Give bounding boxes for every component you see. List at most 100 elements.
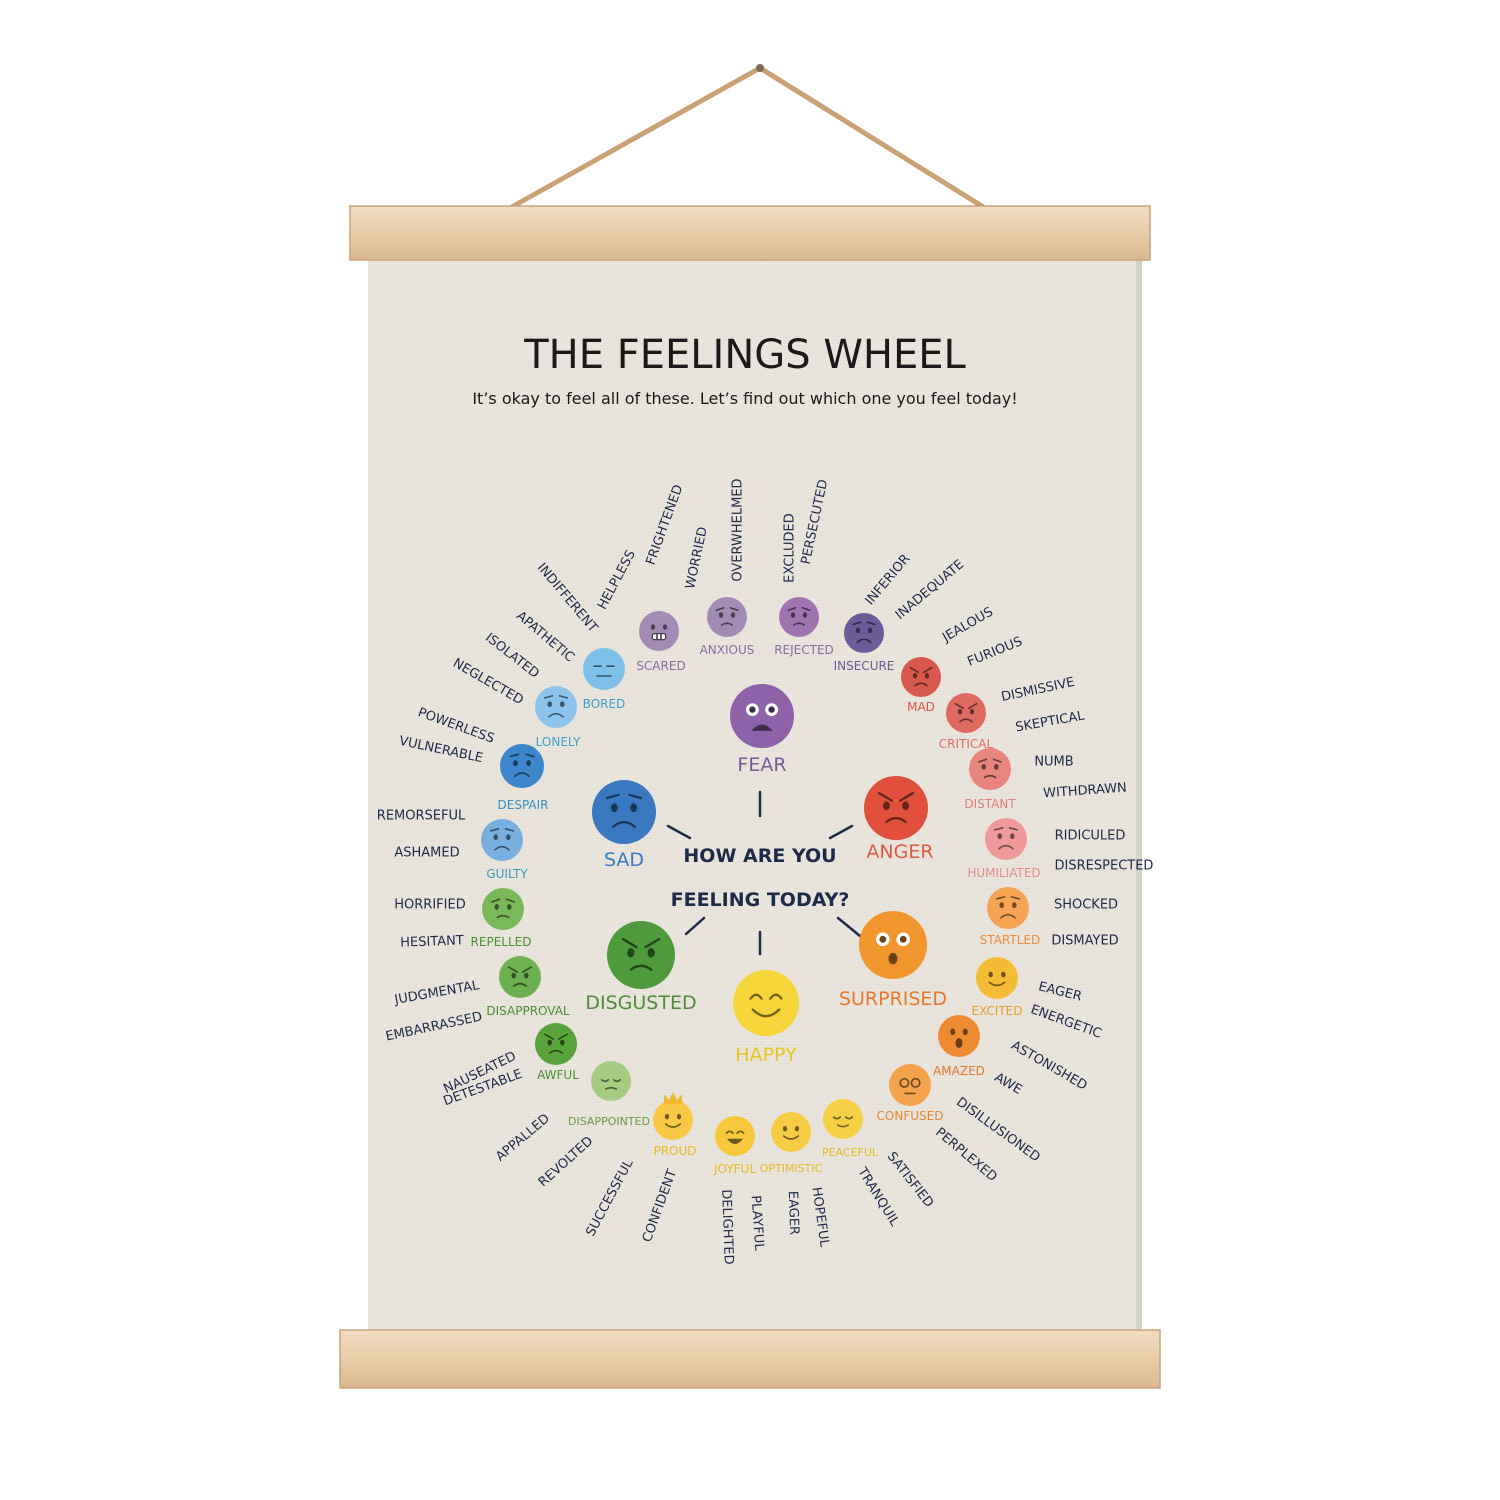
core-emotion-label: FEAR <box>737 754 786 776</box>
feeling-label: EXCITED <box>972 1004 1023 1018</box>
feeling-label: AWFUL <box>537 1068 579 1082</box>
bored-face-icon <box>583 648 625 690</box>
sad-face-icon <box>592 780 656 844</box>
feeling-label: BORED <box>583 697 626 711</box>
mad-face-icon <box>901 657 941 697</box>
rejected-face-icon <box>779 597 819 637</box>
amazed-face-icon <box>938 1015 980 1057</box>
feeling-distant[interactable]: DISTANT NUMB WITHDRAWN <box>964 748 1127 811</box>
core-emotions: FEAR ANGER SURPRISED HAPPY DISGUSTED SAD <box>585 684 947 1066</box>
disappointed-face-icon <box>591 1061 631 1101</box>
bottom-wooden-rod <box>339 1329 1161 1389</box>
feeling-label: OPTIMISTIC <box>760 1162 823 1175</box>
outer-word: DISMAYED <box>1051 934 1118 949</box>
feeling-guilty[interactable]: GUILTY ASHAMED REMORSEFUL <box>377 809 529 882</box>
startled-face-icon <box>987 887 1029 929</box>
critical-face-icon <box>946 693 986 733</box>
poster-title: THE FEELINGS WHEEL <box>523 332 966 378</box>
feeling-label: MAD <box>907 700 935 714</box>
feeling-label: JOYFUL <box>713 1162 756 1176</box>
feeling-humiliated[interactable]: HUMILIATED RIDICULED DISRESPECTED <box>967 818 1153 880</box>
outer-word: WITHDRAWN <box>1043 781 1128 802</box>
core-emotion-label: SURPRISED <box>839 988 947 1010</box>
crown-icon <box>664 1092 682 1104</box>
connector-line <box>684 916 706 936</box>
feeling-label: LONELY <box>536 735 581 749</box>
outer-word: RIDICULED <box>1055 829 1126 844</box>
surprised-face-icon <box>859 911 927 979</box>
disgusted-face-icon <box>607 921 675 989</box>
feeling-label: PEACEFUL <box>822 1146 879 1159</box>
outer-word: EAGER <box>785 1191 802 1236</box>
distant-face-icon <box>969 748 1011 790</box>
humiliated-face-icon <box>985 818 1027 860</box>
fear-face-icon <box>730 684 794 748</box>
connector-line <box>836 916 862 938</box>
feeling-label: CRITICAL <box>939 737 994 751</box>
lonely-face-icon <box>535 686 577 728</box>
proud-face-icon <box>653 1100 693 1140</box>
happy-face-icon <box>733 970 799 1036</box>
core-emotion-sad[interactable]: SAD <box>592 780 656 871</box>
core-emotion-label: ANGER <box>866 841 933 863</box>
core-emotion-happy[interactable]: HAPPY <box>733 970 799 1066</box>
feeling-label: REPELLED <box>471 935 532 949</box>
center-question-line2: FEELING TODAY? <box>671 889 850 911</box>
outer-word: HESITANT <box>400 933 464 950</box>
feeling-startled[interactable]: STARTLED SHOCKED DISMAYED <box>980 887 1119 949</box>
outer-word: DISRESPECTED <box>1055 859 1154 874</box>
optimistic-face-icon <box>771 1112 811 1152</box>
feeling-label: GUILTY <box>486 867 528 881</box>
poster-canvas <box>368 232 1142 1356</box>
feeling-joyful[interactable]: JOYFUL PLAYFUL DELIGHTED <box>713 1116 766 1265</box>
feeling-label: AMAZED <box>933 1064 985 1078</box>
core-emotion-label: DISGUSTED <box>585 992 696 1014</box>
repelled-face-icon <box>482 888 524 930</box>
outer-word: OVERWHELMED <box>731 478 746 581</box>
feeling-label: DISAPPOINTED <box>568 1115 650 1128</box>
despair-face-icon <box>500 744 544 788</box>
awful-face-icon <box>535 1023 577 1065</box>
joyful-face-icon <box>715 1116 755 1156</box>
feeling-label: DISAPPROVAL <box>486 1004 570 1018</box>
confused-face-icon <box>889 1064 931 1106</box>
feeling-label: PROUD <box>653 1144 696 1158</box>
core-emotion-label: SAD <box>604 849 644 871</box>
excited-face-icon <box>976 957 1018 999</box>
outer-word: REMORSEFUL <box>377 809 466 824</box>
hanging-string <box>507 64 988 211</box>
outer-word: SHOCKED <box>1054 898 1118 913</box>
anger-face-icon <box>864 776 928 840</box>
center-question-line1: HOW ARE YOU <box>683 845 836 867</box>
outer-word: EXCLUDED <box>783 513 798 583</box>
center-connectors <box>666 790 862 956</box>
feeling-label: INSECURE <box>834 659 895 673</box>
outer-word: NUMB <box>1034 755 1073 770</box>
poster-subtitle: It’s okay to feel all of these. Let’s fi… <box>472 389 1017 408</box>
insecure-face-icon <box>844 613 884 653</box>
disapproval-face-icon <box>499 956 541 998</box>
feeling-label: REJECTED <box>774 643 834 657</box>
outer-word: PLAYFUL <box>748 1195 767 1252</box>
feeling-label: ANXIOUS <box>700 643 755 657</box>
outer-word: HORRIFIED <box>394 898 465 913</box>
feeling-repelled[interactable]: REPELLED HESITANT HORRIFIED <box>394 888 531 951</box>
feeling-label: HUMILIATED <box>967 866 1040 880</box>
core-emotion-fear[interactable]: FEAR <box>730 684 794 776</box>
scared-face-icon <box>639 611 679 651</box>
core-emotion-label: HAPPY <box>735 1044 797 1066</box>
connector-line <box>666 824 692 840</box>
guilty-face-icon <box>481 819 523 861</box>
feeling-label: DESPAIR <box>498 798 549 812</box>
core-emotion-anger[interactable]: ANGER <box>864 776 934 863</box>
feeling-label: SCARED <box>636 659 685 673</box>
feeling-label: CONFUSED <box>877 1109 944 1123</box>
feeling-label: STARTLED <box>980 933 1041 947</box>
anxious-face-icon <box>707 597 747 637</box>
core-emotion-surprised[interactable]: SURPRISED <box>839 911 947 1010</box>
outer-word: ASHAMED <box>394 846 459 861</box>
feeling-label: DISTANT <box>964 797 1016 811</box>
core-emotion-disgusted[interactable]: DISGUSTED <box>585 921 697 1014</box>
outer-word: DELIGHTED <box>718 1189 736 1265</box>
